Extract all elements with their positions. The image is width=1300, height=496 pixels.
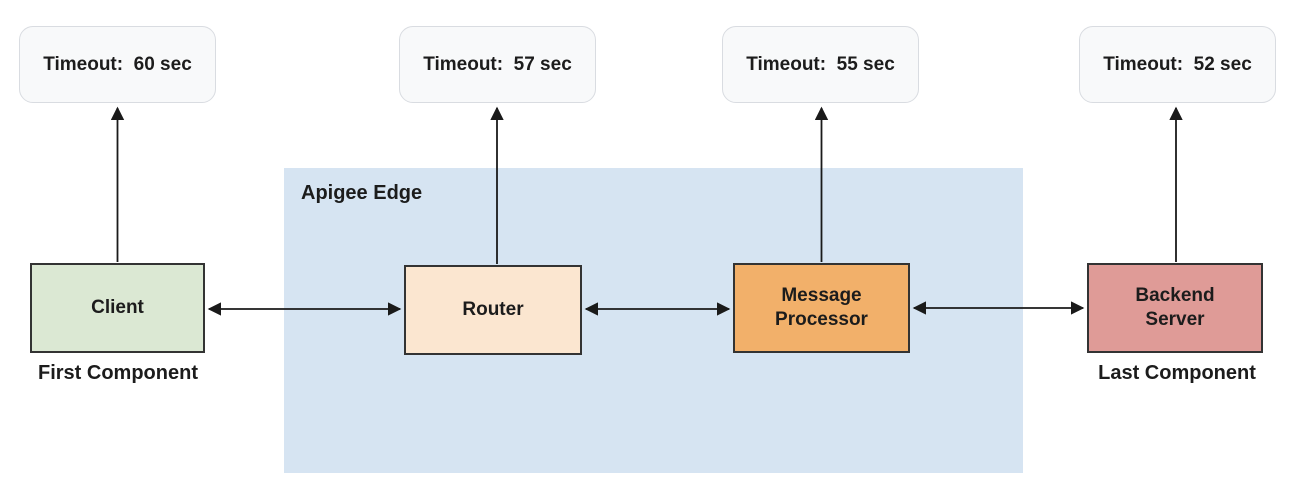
timeout-badge-backend-server: Timeout: 52 sec xyxy=(1079,26,1276,103)
node-router-label: Router xyxy=(462,299,524,321)
node-message-processor: Message Processor xyxy=(733,263,910,353)
timeout-badge-client-text: Timeout: 60 sec xyxy=(43,53,192,75)
timeout-badge-router: Timeout: 57 sec xyxy=(399,26,596,103)
timeout-badge-client: Timeout: 60 sec xyxy=(19,26,216,103)
node-router: Router xyxy=(404,265,582,355)
timeout-badge-backend-server-text: Timeout: 52 sec xyxy=(1103,53,1252,75)
timeout-badge-message-processor-text: Timeout: 55 sec xyxy=(746,53,895,75)
timeout-badge-message-processor: Timeout: 55 sec xyxy=(722,26,919,103)
node-client-label: Client xyxy=(91,297,144,319)
caption-first-component: First Component xyxy=(38,362,198,384)
node-message-processor-label: Message Processor xyxy=(775,285,868,330)
apigee-edge-region-label: Apigee Edge xyxy=(301,182,423,204)
node-backend-server: Backend Server xyxy=(1087,263,1263,353)
caption-last-component: Last Component xyxy=(1098,362,1256,384)
apigee-edge-region: Apigee Edge xyxy=(284,168,1023,473)
node-backend-server-label: Backend Server xyxy=(1135,285,1215,330)
node-client: Client xyxy=(30,263,205,353)
timeout-badge-router-text: Timeout: 57 sec xyxy=(423,53,572,75)
